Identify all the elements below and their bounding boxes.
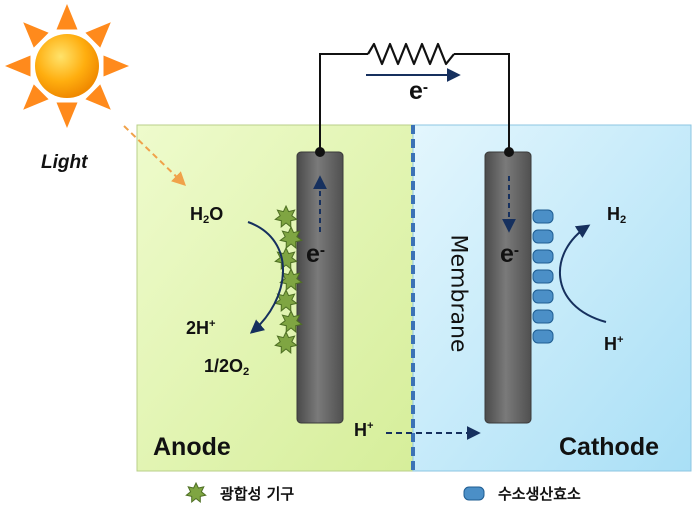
sun-ray [56,4,78,30]
photosynthetic-organelle [279,309,303,333]
resistor-icon [367,42,455,66]
membrane-label: Membrane [445,234,471,353]
cathode-proton-sup: + [617,334,624,346]
photosynthetic-organelle [279,225,303,249]
anode-protons-main: 2H [186,318,210,338]
anode-protons-label: 2H+ [186,318,216,339]
anode-water-label: H2O [190,204,223,226]
sun-ray [23,22,49,48]
oxygen-main: 1/2O [204,356,244,376]
hydrogen-sub: 2 [620,214,627,226]
circuit-wire [319,53,510,152]
photosynthetic-organelle [274,204,298,228]
anode-protons-sup: + [209,318,216,330]
anode-terminal [315,147,325,157]
sun-ray [5,55,31,77]
water-tail: O [209,204,224,224]
hydrogenase-enzyme [532,289,554,304]
water-sub: 2 [203,214,210,226]
anode-reaction-arrow [247,221,284,334]
water-main: H [190,204,203,224]
cathode-electron-label: e- [500,240,519,269]
circuit-electron-sup: - [422,79,429,96]
hydrogenase-enzyme [532,269,554,284]
anode-oxygen-label: 1/2O2 [204,356,249,378]
cathode-electron-sup: - [513,242,520,259]
legend-hydrogenase-icon [463,486,485,501]
photosynthetic-organelle [274,330,298,354]
sun-ray [56,102,78,128]
hydrogenase-enzyme [532,309,554,324]
cathode-reaction-arrow [558,224,607,323]
cathode-electron-text: e [500,240,514,268]
cathode-proton-label: H+ [604,334,624,355]
cathode-proton-main: H [604,334,617,354]
membrane-proton-label: H+ [354,420,374,441]
cathode-terminal [504,147,514,157]
hydrogen-main: H [607,204,620,224]
hydrogenase-enzymes [532,209,554,344]
legend-photosynthetic-label: 광합성 기구 [220,485,295,503]
sun-disc [35,34,99,98]
legend-photosynthetic-icon [185,481,207,504]
cathode-hydrogen-label: H2 [607,204,626,226]
oxygen-sub: 2 [243,366,250,378]
sun-ray [85,22,111,48]
cathode-label: Cathode [559,433,659,461]
hydrogenase-enzyme [532,329,554,344]
cathode-electrode [484,151,532,424]
hydrogenase-enzyme [532,249,554,264]
anode-label: Anode [153,433,231,461]
sun-ray [85,84,111,110]
circuit-electron-label: e- [409,77,428,106]
anode-electron-label: e- [306,240,325,269]
circuit-electron-text: e [409,77,423,105]
anode-electron-sup: - [319,242,326,259]
hydrogenase-enzyme [532,229,554,244]
light-label: Light [41,152,88,173]
membrane-proton-sup: + [367,420,374,432]
legend-hydrogenase-label: 수소생산효소 [498,485,581,503]
membrane-proton-main: H [354,420,367,440]
anode-electron-text: e [306,240,320,268]
light-arrow [123,125,187,186]
sun-ray [103,55,129,77]
sun-ray [23,84,49,110]
sun-icon [5,4,129,128]
hydrogenase-enzyme [532,209,554,224]
legend-star [185,481,207,504]
